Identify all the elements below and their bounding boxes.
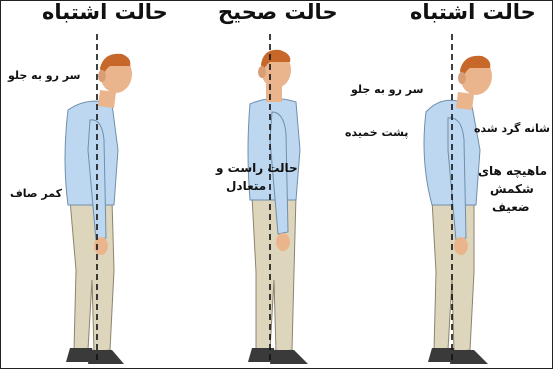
label-hunched-back: پشت خمیده bbox=[345, 125, 408, 141]
label-forward-head-right: سر رو به جلو bbox=[351, 82, 423, 98]
label-weak-abs-line2: شکمش bbox=[490, 181, 534, 197]
label-upright-line1: حالت راست و bbox=[216, 160, 298, 176]
figure-flat-back bbox=[40, 0, 160, 369]
label-rounded-shoulders: شانه گرد شده bbox=[474, 121, 550, 137]
label-flat-back: کمر صاف bbox=[10, 186, 62, 202]
label-forward-head-left: سر رو به جلو bbox=[8, 68, 80, 84]
label-weak-abs-line3: ضعیف bbox=[492, 199, 530, 215]
label-upright-line2: متعادل bbox=[226, 178, 266, 194]
label-weak-abs-line1: ماهیچه های bbox=[478, 163, 547, 179]
